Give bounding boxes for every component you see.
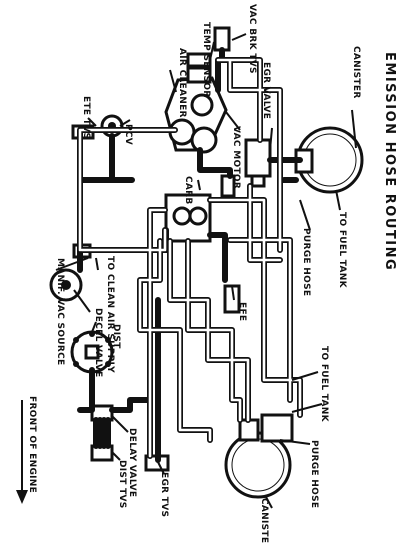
canister-bottom xyxy=(224,413,294,499)
label-to-clean-air-supply: TO CLEAN AIR SUPPLY xyxy=(105,256,115,373)
label-canister-bottom: CANISTER xyxy=(259,498,269,544)
label-purge-hose-top: PURGE HOSE xyxy=(301,228,311,296)
decel-valve xyxy=(49,268,83,302)
canister-top xyxy=(294,126,364,194)
label-egr-valve: EGR VALVE xyxy=(261,62,271,119)
label-purge-hose-bottom: PURGE HOSE xyxy=(309,440,319,508)
egr-valve xyxy=(244,138,272,188)
label-carb: CARB xyxy=(183,176,193,205)
vac-brk-tvs-fitting xyxy=(213,26,231,52)
label-ete-tvs: ETE TVS xyxy=(81,96,91,139)
label-egr-tvs: EGR TVS xyxy=(159,472,169,517)
label-canister-top: CANISTER xyxy=(351,46,361,99)
label-to-fuel-tank-bottom: TO FUEL TANK xyxy=(319,346,329,423)
component-labels: VAC BRK TVS TEMP SENSOR AIR CLEANER VAC … xyxy=(27,4,361,544)
label-decel-valve: DECEL VALVE xyxy=(93,308,103,377)
label-pcv: PCV xyxy=(123,124,133,145)
label-delay-valve: DELAY VALVE xyxy=(127,428,137,497)
leader-lines xyxy=(55,33,357,509)
label-to-fuel-tank-top: TO FUEL TANK xyxy=(337,212,347,289)
label-efe: EFE xyxy=(237,302,247,321)
air-cleaner-vac-motor xyxy=(164,66,228,154)
label-dist: DIST xyxy=(111,324,121,349)
diagram-title: EMISSION HOSE ROUTING xyxy=(382,52,397,271)
label-manif-vac-source: MANIF. VAC SOURCE xyxy=(55,258,65,365)
label-air-cleaner: AIR CLEANER xyxy=(177,48,187,118)
label-vac-motor: VAC MOTOR xyxy=(231,126,241,189)
label-vac-brk-tvs: VAC BRK TVS xyxy=(247,4,257,74)
label-front-of-engine: FRONT OF ENGINE xyxy=(27,396,37,493)
label-temp-sensor: TEMP SENSOR xyxy=(201,22,211,98)
front-of-engine-arrow xyxy=(16,400,28,504)
label-dist-tvs: DIST TVS xyxy=(117,460,127,509)
vacuum-hoses xyxy=(77,47,303,463)
